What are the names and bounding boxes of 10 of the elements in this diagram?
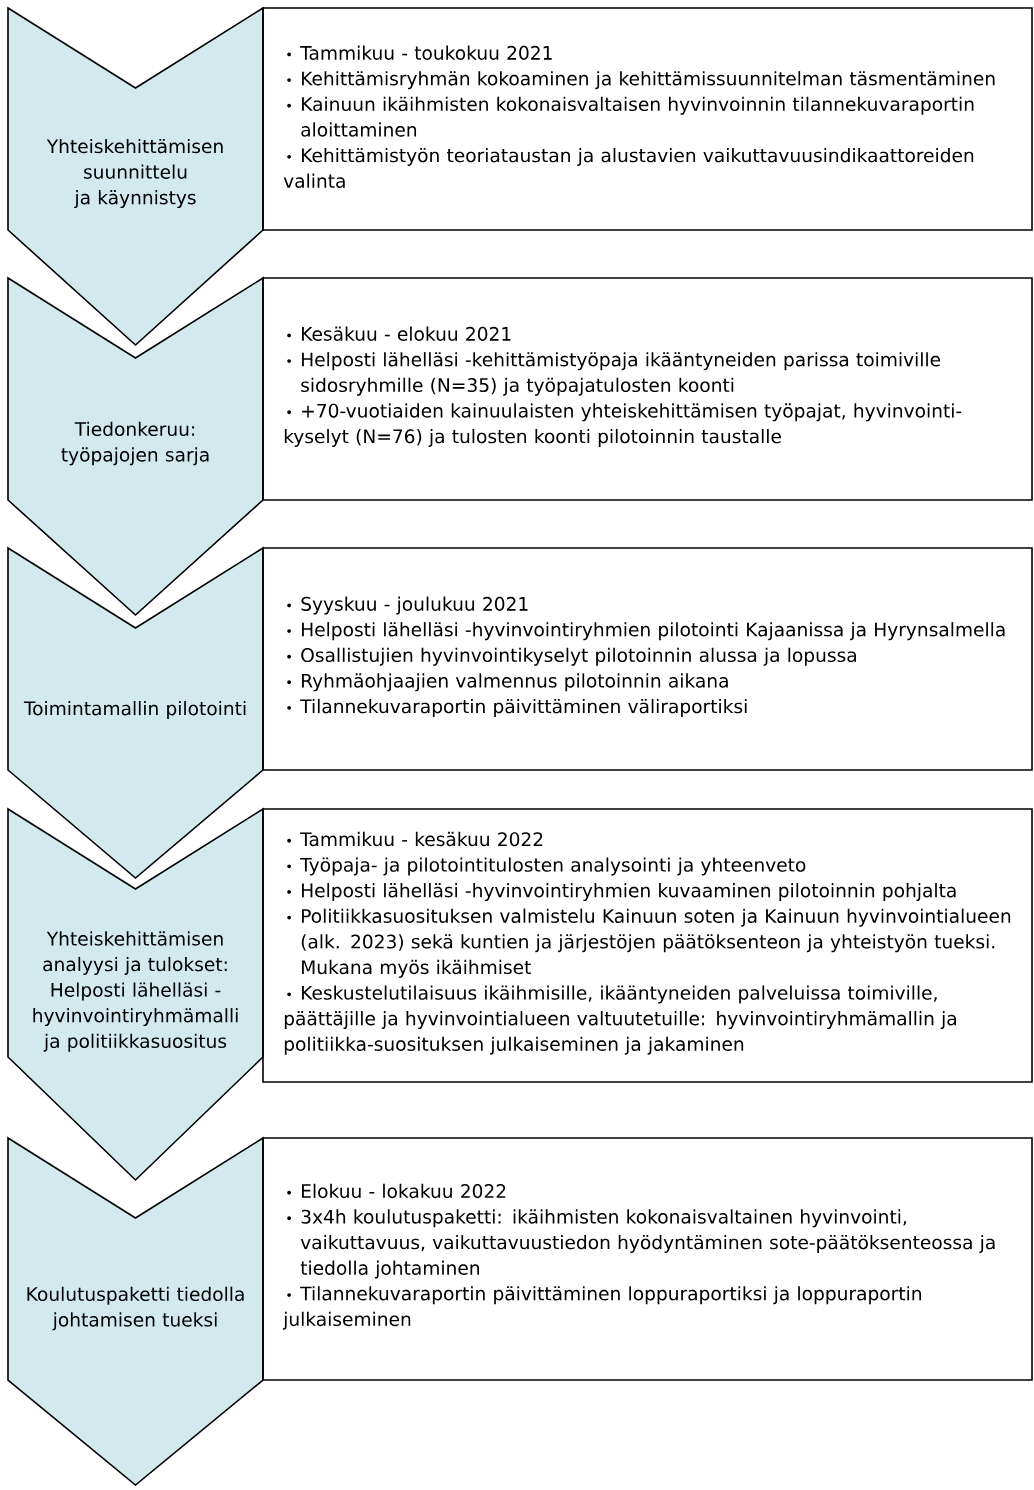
- chevron-step: Koulutuspaketti tiedolla johtamisen tueksi: [7, 1136, 264, 1487]
- chevron-step: Tiedonkeruu: työpajojen sarja: [7, 276, 264, 617]
- chevron-step: Toimintamallin pilotointi: [7, 546, 264, 880]
- text-box: Tammikuu - toukokuu 2021 Kehittämisryhmän kokoaminen ja kehittämissuunnitelman täsmentäminen Kainuun ikäihmisten kokonaisvaltaisen hyvinvoinnin tilannekuvaraportin aloittaminen Kehittämistyön teoriataustan ja alustavien vaikuttavuusindikaattoreiden valinta: [262, 7, 1033, 231]
- chevron-step: Yhteiskehittämisen suunnittelu ja käynnistys: [7, 6, 264, 347]
- text-box: Kesäkuu - elokuu 2021 Helposti lähelläsi -kehittämistyöpaja ikääntyneiden parissa toimiville sidosryhmille (N=35) ja työpajatulosten koonti +70-vuotiaiden kainuulaisten yhteiskehittämisen työpajat, hyvinvointi-kyselyt (N=76) ja tulosten koonti pilotoinnin taustalle: [262, 277, 1033, 501]
- text-box: Syyskuu - joulukuu 2021 Helposti lähelläsi -hyvinvointiryhmien pilotointi Kajaanissa ja Hyrynsalmella Osallistujien hyvinvointikyselyt pilotoinnin alussa ja lopussa Ryhmäohjaajien valmennus pilotoinnin aikana Tilannekuvaraportin päivittäminen väliraportiksi: [262, 547, 1033, 771]
- text-box: Tammikuu - kesäkuu 2022 Työpaja- ja pilotointitulosten analysointi ja yhteenveto Helposti lähelläsi -hyvinvointiryhmien kuvaaminen pilotoinnin pohjalta Politiikkasuosituksen valmistelu Kainuun soten ja Kainuun hyvinvointialueen (alk. 2023) sekä kuntien ja järjestöjen päätöksenteon ja yhteistyön tueksi. Mukana myös ikäihmiset Keskustelutilaisuus ikäihmisille, ikääntyneiden palveluissa toimiville, päättäjille ja hyvinvointialueen valtuutetuille: hyvinvointiryhmämallin ja politiikka-suosituksen julkaiseminen ja jakaminen: [262, 808, 1033, 1083]
- text-box: Elokuu - lokakuu 2022 3x4h koulutuspaketti: ikäihmisten kokonaisvaltainen hyvinvointi, vaikuttavuus, vaikuttavuustiedon hyödyntäminen sote-päätöksenteossa ja tiedolla johtaminen Tilannekuvaraportin päivittäminen loppuraportiksi ja loppuraportin julkaiseminen: [262, 1137, 1033, 1381]
- chevron-step: Yhteiskehittämisen analyysi ja tulokset: Helposti lähelläsi - hyvinvointiryhmämalli ja politiikkasuositus: [7, 807, 264, 1182]
